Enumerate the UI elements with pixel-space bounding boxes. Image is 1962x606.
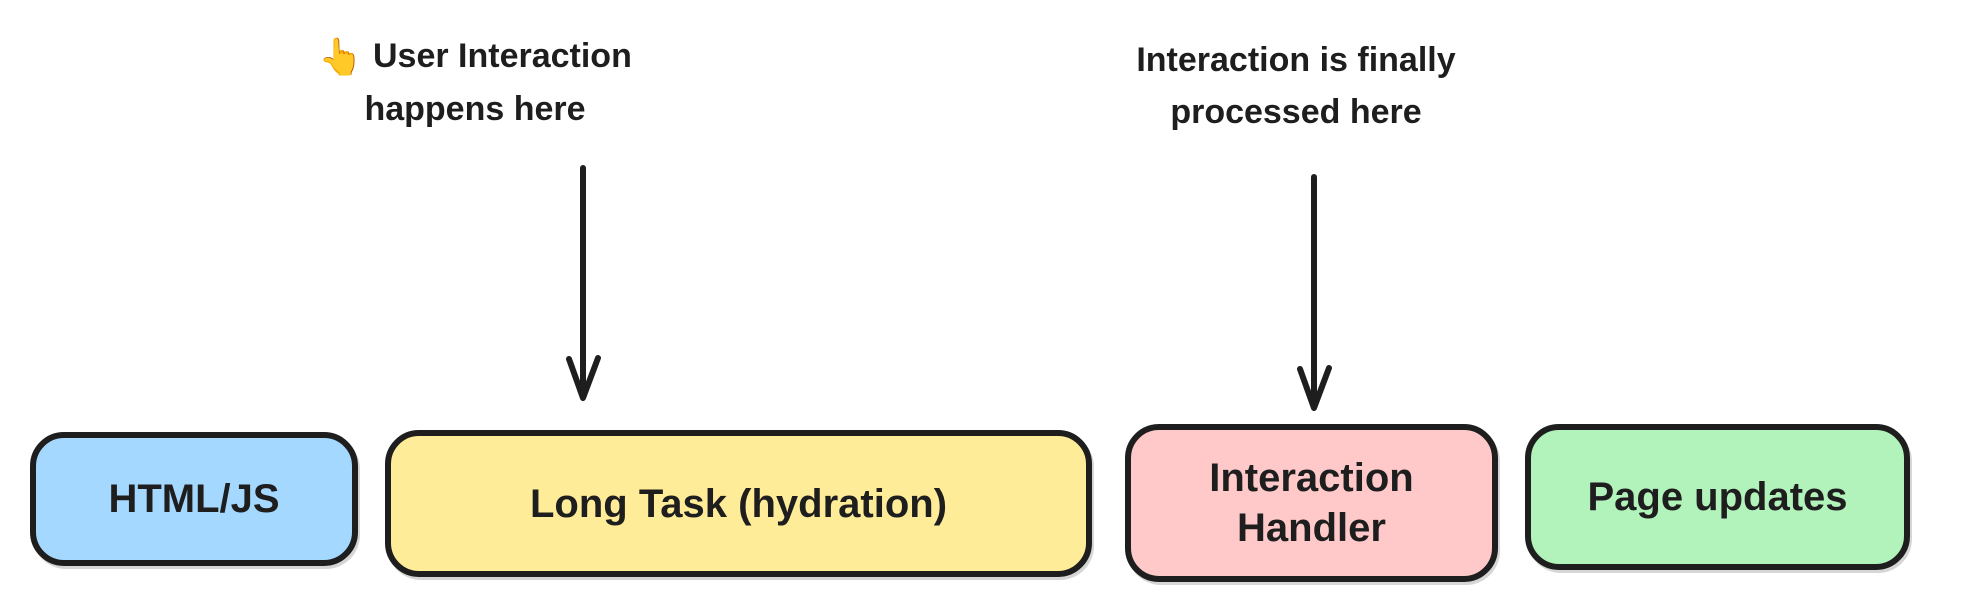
long-task-hydration-box-label: Long Task (hydration) [529, 481, 948, 526]
backhand-index-pointing-up-emoji: 👆 [318, 36, 363, 77]
user-interaction-note-line2: happens here [364, 90, 586, 128]
html-js-box: HTML/JS [30, 432, 358, 566]
down-arrow-to-long-task [566, 165, 601, 401]
long-task-hydration-box: Long Task (hydration) [385, 430, 1092, 577]
interaction-processed-note: Interaction is finally processed here [1078, 34, 1514, 138]
interaction-processed-note-line1: Interaction is finally [1136, 41, 1456, 79]
page-updates-box: Page updates [1525, 424, 1910, 570]
interaction-handler-box: Interaction Handler [1125, 424, 1498, 582]
user-interaction-note-text: User Interaction [372, 37, 632, 75]
html-js-box-label: HTML/JS [108, 477, 280, 521]
interaction-processed-note-line2: processed here [1170, 93, 1422, 131]
user-interaction-note: 👆User Interaction happens here [270, 30, 680, 135]
interaction-handler-box-label: Interaction Handler [1209, 456, 1414, 550]
page-updates-box-label: Page updates [1587, 475, 1848, 519]
down-arrow-to-interaction-handler [1297, 174, 1332, 411]
user-interaction-note-line1: 👆User Interaction [270, 30, 680, 83]
